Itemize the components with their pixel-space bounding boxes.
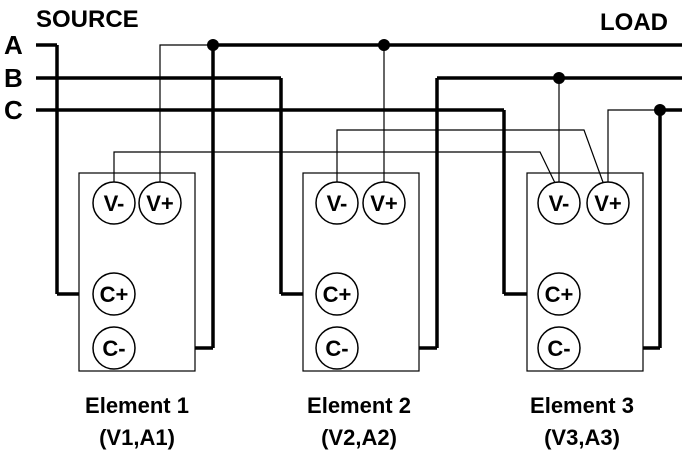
e2-v-plus-terminal xyxy=(362,181,406,225)
e3-c-minus-terminal xyxy=(537,326,581,370)
junction-dot-a-1 xyxy=(207,39,219,51)
e2-c-minus-label: C- xyxy=(325,336,348,361)
voltage-wire-e1-vminus-to-e3-vminus xyxy=(113,151,557,186)
e3-v-plus-label: V+ xyxy=(594,191,622,216)
e1-c-plus-label: C+ xyxy=(100,282,129,307)
element-2-name: Element 2 xyxy=(307,393,411,418)
voltage-wire-e1-vplus-to-a xyxy=(159,44,213,185)
e3-v-minus-label: V- xyxy=(549,191,570,216)
element-1-name: Element 1 xyxy=(85,393,189,418)
e2-v-plus-label: V+ xyxy=(370,191,398,216)
e2-v-minus-terminal xyxy=(315,181,359,225)
e2-v-minus-label: V- xyxy=(327,191,348,216)
junction-dot-b xyxy=(553,72,565,84)
e2-c-plus-label: C+ xyxy=(323,282,352,307)
e1-c-plus-terminal xyxy=(92,272,136,316)
junction-dot-c xyxy=(654,104,666,116)
element-3-sub: (V3,A3) xyxy=(544,425,620,450)
e1-c-minus-label: C- xyxy=(102,336,125,361)
e1-v-minus-terminal xyxy=(92,181,136,225)
e1-c-minus-terminal xyxy=(92,326,136,370)
e3-c-plus-label: C+ xyxy=(545,282,574,307)
element-3-name: Element 3 xyxy=(530,393,634,418)
e1-v-minus-label: V- xyxy=(104,191,125,216)
e2-c-plus-terminal xyxy=(315,272,359,316)
source-label: SOURCE xyxy=(36,6,139,33)
phase-label-b: B xyxy=(4,63,23,93)
phase-label-c: C xyxy=(4,95,23,125)
load-label: LOAD xyxy=(600,9,668,36)
e1-v-plus-terminal xyxy=(138,181,182,225)
e3-v-plus-terminal xyxy=(586,181,630,225)
phase-label-a: A xyxy=(4,30,23,60)
element-1-sub: (V1,A1) xyxy=(99,425,175,450)
e3-c-plus-terminal xyxy=(537,272,581,316)
e3-c-minus-label: C- xyxy=(547,336,570,361)
element-2-sub: (V2,A2) xyxy=(321,425,397,450)
voltage-wire-e2-vminus-to-e3-vplus xyxy=(336,129,605,186)
e2-c-minus-terminal xyxy=(315,326,359,370)
e3-v-minus-terminal xyxy=(537,181,581,225)
e1-v-plus-label: V+ xyxy=(146,191,174,216)
junction-dot-a-2 xyxy=(378,39,390,51)
voltage-wire-e3-vplus-to-c xyxy=(607,109,660,185)
